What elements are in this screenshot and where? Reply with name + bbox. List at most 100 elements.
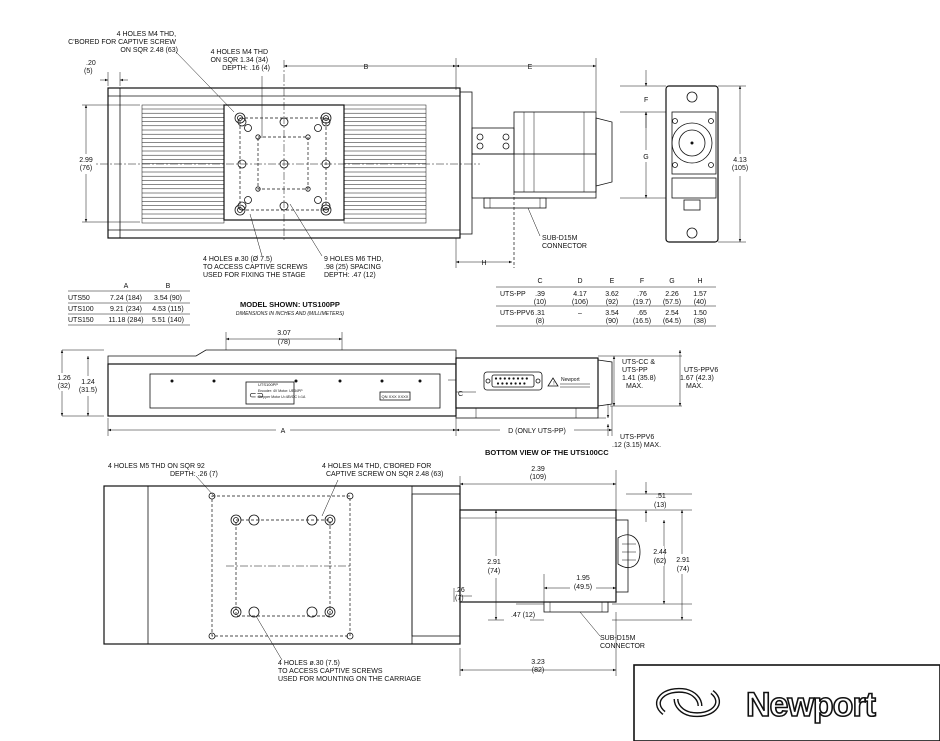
table-ch-cell: .31 xyxy=(535,310,545,317)
svg-text:(74): (74) xyxy=(488,568,500,575)
dim-0.20: .20 xyxy=(86,60,96,67)
dim-h: H xyxy=(481,260,486,267)
model-shown-subtitle: DIMENSIONS IN INCHES AND (MILLIMETERS) xyxy=(236,311,344,317)
callout-access-holes-top: 4 HOLES ø.30 (Ø 7.5) TO ACCESS CAPTIVE S… xyxy=(203,256,309,279)
table-ch-cell-mm: (19.7) xyxy=(633,299,651,306)
svg-text:(76): (76) xyxy=(80,165,92,172)
dim-2.44: 2.44 xyxy=(653,549,667,556)
newport-logo-icon xyxy=(655,687,721,718)
table-ch-header: E xyxy=(610,278,615,285)
table-ch-header: H xyxy=(697,278,702,285)
table-ch-cell: .65 xyxy=(637,310,647,317)
bottom-view: BOTTOM VIEW OF THE UTS100CC 2.39 (109) .… xyxy=(103,448,694,683)
dim-0.47: .47 (12) xyxy=(511,612,535,619)
callout-m4-depth: 4 HOLES M4 THD ON SQR 1.34 (34) DEPTH: .… xyxy=(210,49,270,72)
svg-text:(7): (7) xyxy=(455,595,464,602)
dim-g: G xyxy=(643,154,648,161)
svg-text:!: ! xyxy=(553,381,554,387)
table-ch-cell-mm: (57.5) xyxy=(663,299,681,306)
dim-3.23: 3.23 xyxy=(531,659,545,666)
table-ch-cell: 3.62 xyxy=(605,291,619,298)
table-ab-cell: UTS50 xyxy=(68,295,90,302)
svg-text:⊂⊃: ⊂⊃ xyxy=(249,390,264,400)
dim-c: C xyxy=(458,391,463,398)
table-ch-cell: – xyxy=(578,310,582,317)
dim-f: F xyxy=(644,97,648,104)
dim-d: D (ONLY UTS-PP) xyxy=(508,428,566,435)
svg-text:(49.5): (49.5) xyxy=(574,584,592,591)
callout-m6-holes: 9 HOLES M6 THD, .98 (25) SPACING DEPTH: … xyxy=(324,256,385,279)
table-ch-cell: 4.17 xyxy=(573,291,587,298)
table-ch-cell-mm: (106) xyxy=(572,299,588,306)
table-ch-cell: 1.50 xyxy=(693,310,707,317)
table-ab-cell: 5.51 (140) xyxy=(152,317,184,324)
dim-2.39: 2.39 xyxy=(531,466,545,473)
model-shown-title: MODEL SHOWN: UTS100PP xyxy=(240,300,340,309)
uts-ppv6-offset: UTS-PPV6 .12 (3.15) MAX. xyxy=(612,434,661,449)
table-ab-cell: 4.53 (115) xyxy=(152,306,183,313)
table-ch-cell: .39 xyxy=(535,291,545,298)
serial-tag: QN XXX XXXX xyxy=(382,394,409,399)
newport-wordmark: Newport xyxy=(746,686,876,724)
table-ch-cell-mm: (10) xyxy=(534,299,546,306)
dim-1.26: 1.26 xyxy=(57,375,71,382)
connector-callout-top: SUB-D15M CONNECTOR xyxy=(542,235,587,250)
dim-0.26: .26 xyxy=(455,587,465,594)
connector-logo: Newport xyxy=(561,377,580,383)
dim-1.95: 1.95 xyxy=(576,575,590,582)
table-ab-cell: 9.21 (234) xyxy=(110,306,142,313)
table-ch-header: F xyxy=(640,278,644,285)
callout-access-holes-bottom: 4 HOLES ø.30 (7.5) TO ACCESS CAPTIVE SCR… xyxy=(278,660,421,683)
table-ch-cell: 1.57 xyxy=(693,291,707,298)
uts-cc-pp-height: UTS-CC & UTS-PP 1.41 (35.8) MAX. xyxy=(622,359,658,390)
dim-2.99: 2.99 xyxy=(79,157,93,164)
table-ab-cell: 11.18 (284) xyxy=(108,317,143,324)
table-ch-model: UTS-PPV6 xyxy=(500,310,534,317)
table-ch-cell: 2.54 xyxy=(665,310,679,317)
svg-text:(109): (109) xyxy=(530,474,546,481)
table-ch-cell-mm: (92) xyxy=(606,299,618,306)
table-ch-header: C xyxy=(537,278,542,285)
dim-b: B xyxy=(364,64,369,71)
table-ch-model: UTS-PP xyxy=(500,291,526,298)
table-ch-cell-mm: (64.5) xyxy=(663,318,681,325)
table-ab-cell: UTS150 xyxy=(68,317,94,324)
table-ch-cell-mm: (38) xyxy=(694,318,706,325)
svg-text:B: B xyxy=(166,283,171,290)
stage-body-side xyxy=(107,363,457,417)
dim-a: A xyxy=(281,428,286,435)
dim-2.91-right: 2.91 xyxy=(676,557,690,564)
dim-3.07: 3.07 xyxy=(277,330,291,337)
table-ch-cell-mm: (90) xyxy=(606,318,618,325)
dim-e: E xyxy=(528,64,533,71)
callout-m5-holes: 4 HOLES M5 THD ON SQR 92 DEPTH: .26 (7) xyxy=(108,463,218,478)
dim-0.51: .51 xyxy=(656,493,666,500)
table-ch-cell-mm: (16.5) xyxy=(633,318,651,325)
table-ch-cell: 2.26 xyxy=(665,291,679,298)
side-view: UTS100PP Encoder: 4V Motor: UE34PP Stepp… xyxy=(54,330,720,449)
svg-text:(32): (32) xyxy=(58,383,70,390)
dim-2.91-left: 2.91 xyxy=(487,559,501,566)
svg-text:(105): (105) xyxy=(732,165,748,172)
table-ch-cell-mm: (8) xyxy=(536,318,545,325)
table-ch-cell: 3.54 xyxy=(605,310,619,317)
newport-logo-box: Newport xyxy=(633,664,940,741)
top-view: .20 (5) B E 2.99 (76) H F G 4.13 (105) xyxy=(68,31,750,279)
svg-text:(31.5): (31.5) xyxy=(79,387,97,394)
svg-text:(78): (78) xyxy=(278,339,290,346)
table-ch-cell-mm: (40) xyxy=(694,299,706,306)
table-ab-cell: UTS100 xyxy=(68,306,94,313)
dim-4.13: 4.13 xyxy=(733,157,747,164)
uts-ppv6-height: UTS-PPV6 1.67 (42.3) MAX. xyxy=(680,367,720,390)
svg-text:(82): (82) xyxy=(532,667,544,674)
svg-text:UTS100PP: UTS100PP xyxy=(258,382,278,387)
svg-text:(5): (5) xyxy=(84,68,93,75)
svg-text:(62): (62) xyxy=(654,558,666,565)
sub-d15-connector-side xyxy=(483,371,543,391)
svg-text:(74): (74) xyxy=(677,566,689,573)
table-ab-cell: 3.54 (90) xyxy=(154,295,182,302)
callout-m4-bottom: 4 HOLES M4 THD, C'BORED FOR CAPTIVE SCRE… xyxy=(322,463,443,478)
